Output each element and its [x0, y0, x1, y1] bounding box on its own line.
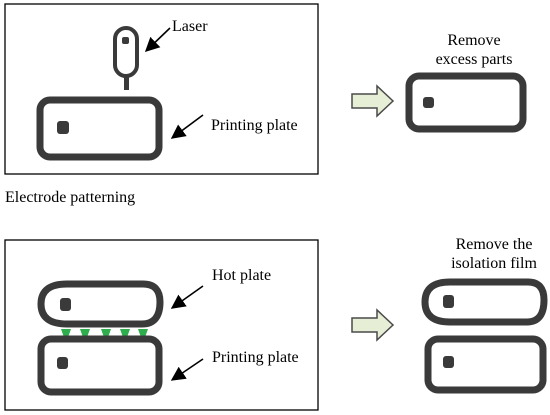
process-arrow-top: [351, 84, 395, 118]
process-arrow-bottom: [351, 308, 395, 342]
top-panel-frame: [4, 3, 319, 175]
hot-plate-label: Hot plate: [212, 267, 271, 284]
laser-icon: [113, 26, 139, 90]
bottom-panel-frame: [4, 239, 319, 411]
hot-plate-pointer-arrow: [170, 285, 204, 309]
laser-pointer-arrow: [144, 27, 171, 52]
printing-plate-top-label: Printing plate: [211, 117, 298, 134]
printing-plate-top-pointer-arrow: [170, 114, 204, 139]
printing-plate-bottom-label: Printing plate: [212, 349, 299, 366]
printing-plate-bottom-pointer-arrow: [170, 358, 204, 381]
result-printing-plate: [424, 335, 547, 394]
remove-excess-line2: excess parts: [436, 51, 513, 68]
remove-isolation-line1: Remove the: [456, 236, 533, 253]
remove-isolation-line2: isolation film: [451, 255, 537, 272]
printing-plate-bottom: [37, 335, 163, 396]
printing-plate-top: [36, 96, 163, 161]
result-plate-top: [405, 72, 527, 133]
remove-excess-line1: Remove: [447, 32, 500, 49]
electrode-patterning-label: Electrode patterning: [5, 189, 135, 206]
hot-plate: [37, 280, 164, 328]
laser-label: Laser: [172, 18, 208, 35]
result-hot-plate: [421, 278, 548, 326]
